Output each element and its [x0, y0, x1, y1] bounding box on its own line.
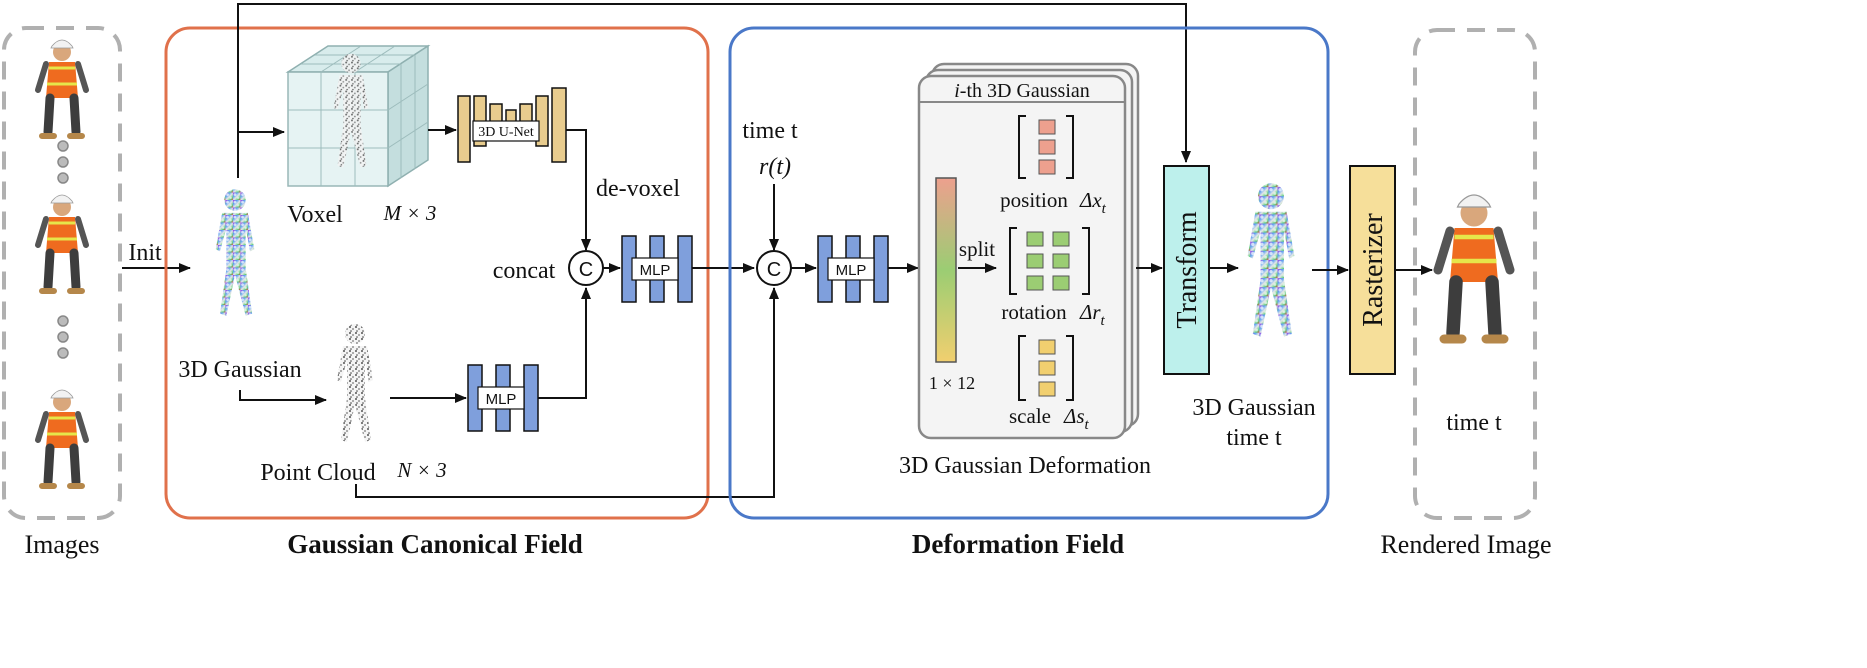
- card-title: i-th 3D Gaussian: [954, 80, 1090, 102]
- voxel-dims: M × 3: [383, 201, 437, 225]
- rendered-image-panel: [1413, 28, 1537, 520]
- canonical-field-box: [164, 26, 710, 520]
- rendered-label: Rendered Image: [1380, 530, 1551, 559]
- svg-text:MLP: MLP: [640, 262, 671, 279]
- pointcloud-dims: N × 3: [396, 458, 446, 482]
- transform-label: Transform: [1172, 211, 1203, 328]
- devoxel-label: de-voxel: [596, 176, 680, 202]
- gaussian-label: 3D Gaussian: [178, 357, 301, 383]
- rotation-label: rotation: [1001, 300, 1067, 324]
- position-label: position: [1000, 188, 1068, 212]
- deformation-mlp-block: MLP: [817, 235, 889, 303]
- rendered-worker-icon: [1438, 195, 1510, 339]
- deform-caption: 3D Gaussian Deformation: [899, 453, 1151, 479]
- scale-delta: Δst: [1063, 404, 1090, 433]
- init-label: Init: [128, 240, 162, 266]
- rotation-matrix: [1009, 227, 1090, 295]
- point-cloud-icon: [337, 324, 373, 442]
- position-delta: Δxt: [1079, 188, 1107, 217]
- rendered-time: time t: [1446, 410, 1502, 436]
- canonical-field-title: Gaussian Canonical Field: [287, 529, 583, 559]
- pointcloud-label: Point Cloud: [260, 460, 375, 486]
- deform-concat-symbol: C: [767, 259, 781, 281]
- transform-block: [1163, 165, 1210, 375]
- svg-text:MLP: MLP: [486, 391, 517, 408]
- deformation-field-title: Deformation Field: [912, 529, 1124, 559]
- scale-vector: [1018, 335, 1074, 401]
- rasterizer-label: Rasterizer: [1358, 213, 1389, 327]
- feedback-arrow: [237, 3, 1191, 178]
- unet-label-box: [472, 120, 540, 142]
- voxel-grid-icon: [285, 44, 431, 188]
- voxel-label: Voxel: [287, 202, 343, 228]
- concat-symbol: C: [579, 259, 593, 281]
- split-label: split: [959, 237, 995, 261]
- deformed-gaussian-icon: [1248, 183, 1295, 336]
- vector-dims: 1 × 12: [929, 373, 975, 393]
- rt-label: r(t): [759, 154, 791, 180]
- gaussian-time-line2: time t: [1226, 425, 1282, 451]
- scale-label: scale: [1009, 404, 1051, 428]
- deformation-field-box: [728, 26, 1330, 520]
- rasterizer-block: [1349, 165, 1396, 375]
- feature-vector: [935, 177, 957, 363]
- input-images-panel: [2, 26, 122, 520]
- gaussian-figure-icon: [216, 189, 255, 315]
- ellipsis-dots: [57, 140, 69, 359]
- rotation-delta: Δrt: [1079, 300, 1106, 329]
- time-label: time t: [742, 118, 798, 144]
- worker-figure-icon: [38, 40, 86, 486]
- pointcloud-mlp-block: MLP: [467, 364, 539, 432]
- svg-text:MLP: MLP: [836, 262, 867, 279]
- concat-label: concat: [493, 258, 556, 284]
- images-label: Images: [24, 530, 99, 559]
- canonical-mlp-block: MLP: [621, 235, 693, 303]
- gaussian-time-line1: 3D Gaussian: [1192, 395, 1315, 421]
- position-vector: [1018, 115, 1074, 179]
- unet-label: 3D U-Net: [478, 125, 534, 140]
